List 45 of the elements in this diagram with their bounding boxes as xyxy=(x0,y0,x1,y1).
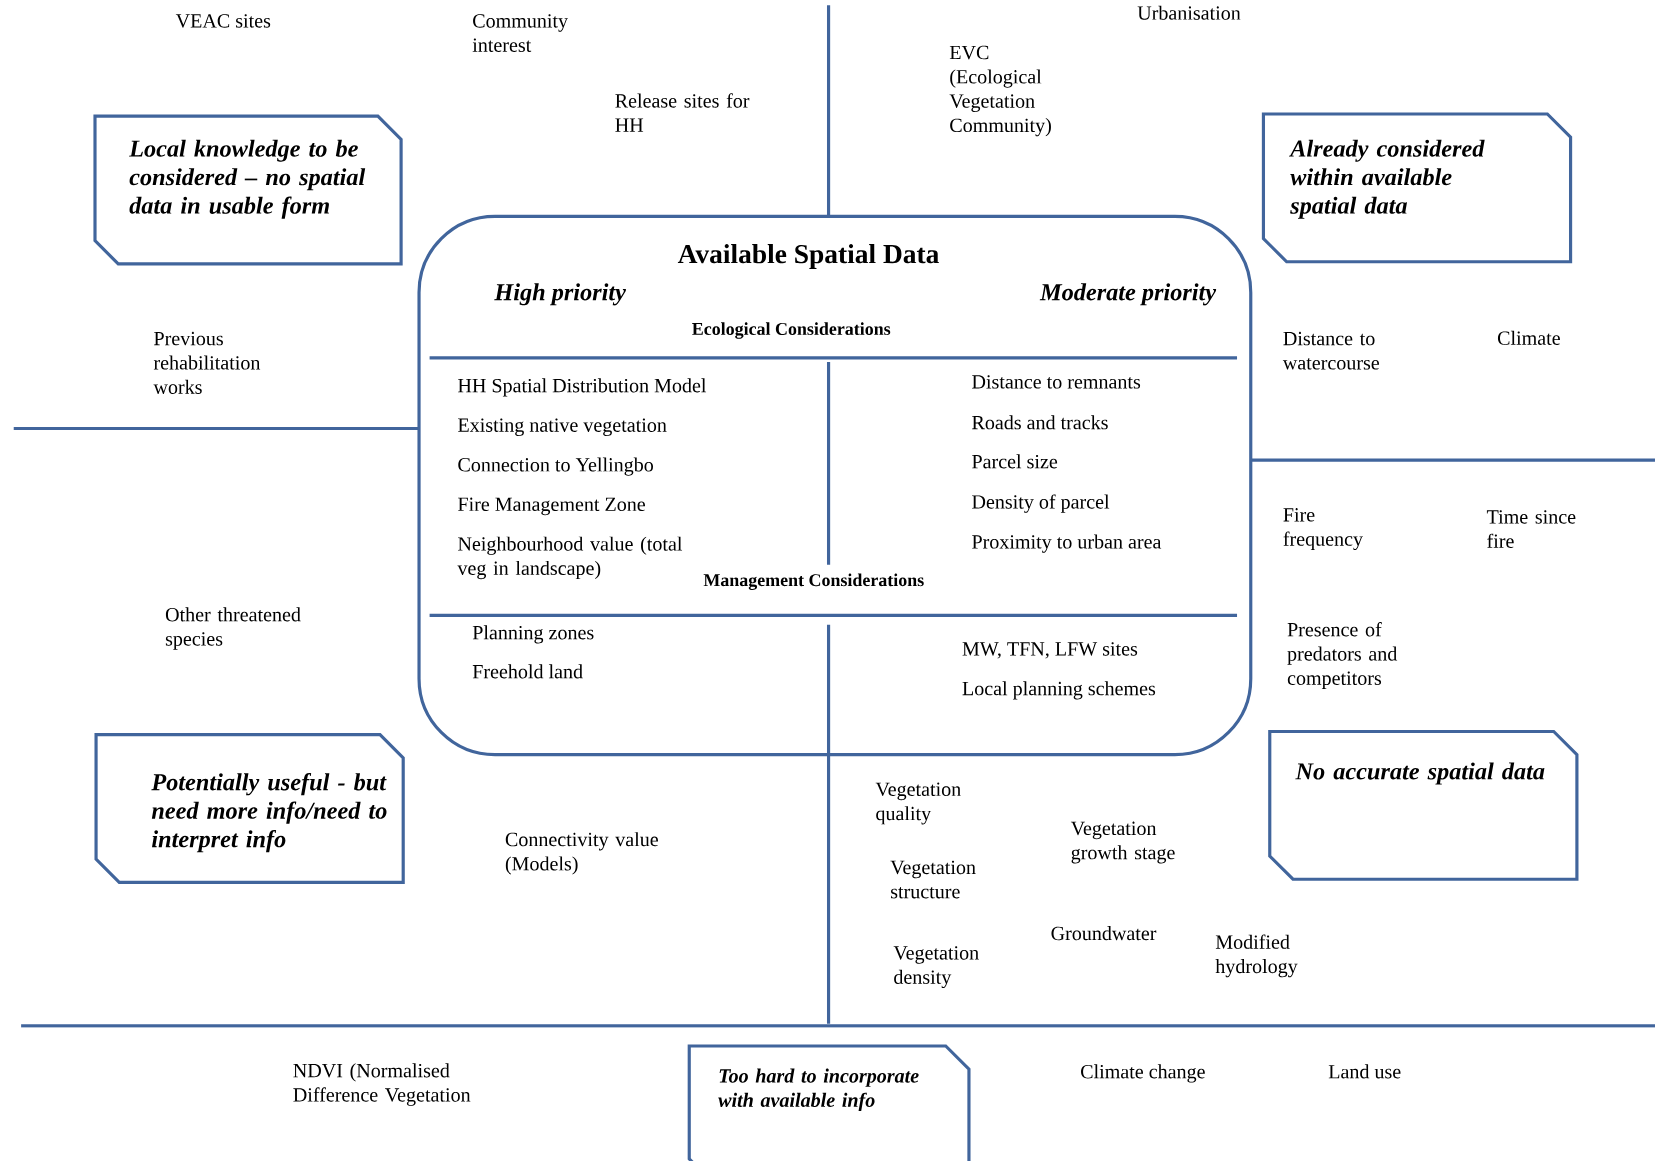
label: Vegetation density xyxy=(893,946,979,988)
label: Community interest xyxy=(472,14,568,52)
label: Fire Management Zone xyxy=(458,497,645,516)
section-heading: Management Considerations xyxy=(703,573,924,590)
label: Land use xyxy=(1328,1064,1401,1079)
category-box: Local knowledge to be considered – no spatial data in usable form xyxy=(93,114,403,266)
category-box: No accurate spatial data xyxy=(1268,729,1579,881)
label: Freehold land xyxy=(472,664,583,679)
label: Release sites for HH xyxy=(615,93,750,132)
category-box: Too hard to incorporate with available info xyxy=(687,1044,971,1161)
label: Time since fire xyxy=(1486,510,1576,548)
label: Vegetation growth stage xyxy=(1070,821,1175,864)
label: Neighbourhood value (total veg in landscape) xyxy=(457,536,683,580)
label: Climate change xyxy=(1081,1064,1205,1083)
label: Distance to remnants xyxy=(972,375,1141,389)
label: Vegetation quality xyxy=(875,782,961,825)
label: Local planning schemes xyxy=(962,681,1156,700)
label: Presence of predators and competitors xyxy=(1287,622,1398,690)
category-box: Potentially useful - but need more info/need to interpret info xyxy=(94,733,405,884)
label: Groundwater xyxy=(1051,926,1157,941)
label: Planning zones xyxy=(472,625,594,644)
label: Connection to Yellingbo xyxy=(458,457,653,476)
label: NDVI (Normalised Difference Vegetation xyxy=(293,1063,471,1106)
label: Roads and tracks xyxy=(972,415,1108,430)
column-heading: High priority xyxy=(494,283,626,306)
label: HH Spatial Distribution Model xyxy=(458,378,707,397)
label: Connectivity value (Models) xyxy=(505,832,658,875)
label: Fire frequency xyxy=(1283,508,1363,550)
label: Distance to watercourse xyxy=(1282,331,1380,370)
label: Urbanisation xyxy=(1137,5,1241,20)
label: Parcel size xyxy=(972,454,1058,469)
label: Existing native vegetation xyxy=(458,418,667,436)
label: MW, TFN, LFW sites xyxy=(962,642,1138,659)
label: Previous rehabilitation works xyxy=(153,331,261,394)
label: Other threatened species xyxy=(165,607,301,650)
label: Modified hydrology xyxy=(1215,934,1298,978)
label: Proximity to urban area xyxy=(972,534,1162,553)
column-heading: Moderate priority xyxy=(1039,283,1217,306)
label: Vegetation structure xyxy=(890,860,976,899)
section-heading: Ecological Considerations xyxy=(692,322,891,339)
label: VEAC sites xyxy=(175,14,271,28)
label: Climate xyxy=(1497,330,1560,345)
label: EVC (Ecological Vegetation Community) xyxy=(949,45,1051,137)
label: Density of parcel xyxy=(972,494,1110,513)
category-box: Already considered within available spatial data xyxy=(1261,112,1573,264)
